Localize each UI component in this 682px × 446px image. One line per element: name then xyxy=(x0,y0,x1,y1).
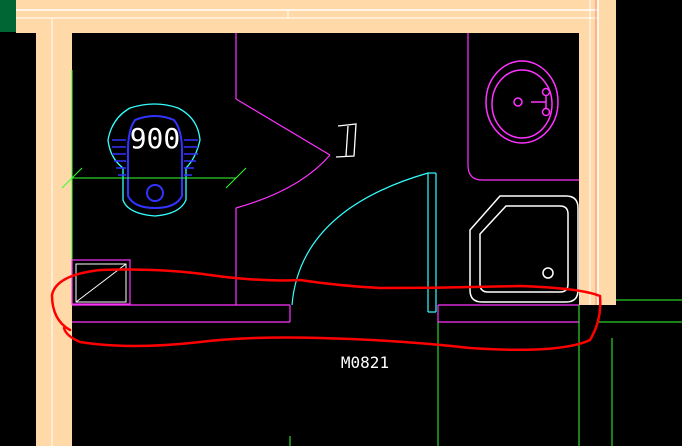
waste-bin-icon xyxy=(71,259,131,305)
door-tag-label: M0821 xyxy=(341,353,389,372)
squat-toilet-icon xyxy=(107,103,201,217)
wall-top xyxy=(16,0,616,33)
walls xyxy=(16,0,616,446)
red-markup-annotation xyxy=(50,268,602,352)
wall-left xyxy=(36,0,72,446)
dimension-text: 900 xyxy=(130,122,181,155)
door-swing-icon xyxy=(291,172,437,313)
washbasin-icon xyxy=(485,60,559,144)
elevation-symbol xyxy=(335,123,357,158)
grid-lines xyxy=(289,299,682,446)
partition-line xyxy=(467,164,579,181)
partitions xyxy=(72,33,579,323)
door-swing-icon xyxy=(235,98,331,209)
corner-tile xyxy=(0,0,16,32)
floor-drain-icon xyxy=(542,267,554,279)
